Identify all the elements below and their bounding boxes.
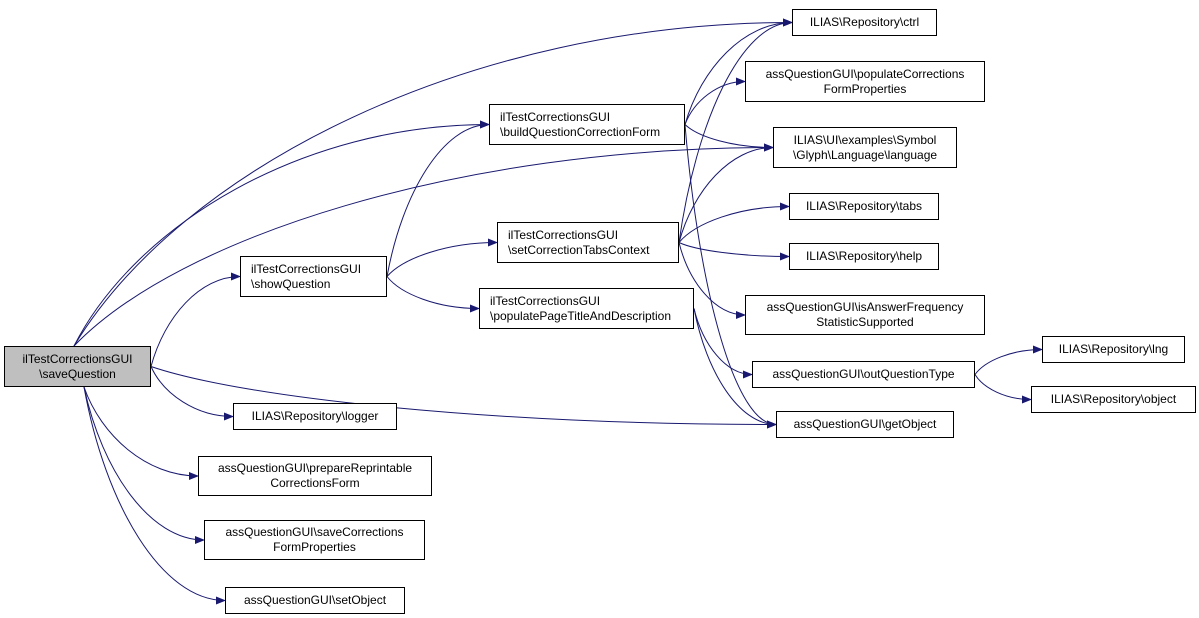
node-help[interactable]: ILIAS\Repository\help [789, 243, 939, 270]
edge-setTabs-to-tabs [678, 202, 790, 243]
node-label-line: ILIAS\Repository\help [805, 249, 923, 263]
edge-setTabs-to-ctrl [678, 18, 793, 243]
node-logger[interactable]: ILIAS\Repository\logger [233, 403, 397, 430]
node-label-line: assQuestionGUI\prepareReprintable [217, 461, 413, 475]
node-label-line: StatisticSupported [816, 315, 914, 329]
node-populate-page[interactable]: ilTestCorrectionsGUI\populatePageTitleAn… [479, 288, 694, 329]
node-language[interactable]: ILIAS\UI\examples\Symbol\Glyph\Language\… [773, 127, 957, 168]
node-label-line: ilTestCorrectionsGUI [22, 351, 133, 366]
node-label-line: FormProperties [823, 81, 907, 96]
edge-buildForm-to-getObject [684, 124, 777, 429]
node-object[interactable]: ILIAS\Repository\object [1031, 386, 1196, 413]
edge-showQuestion-to-populatePage [386, 276, 480, 313]
node-label-line: assQuestionGUI\getObject [793, 417, 937, 431]
node-label-line: ILIAS\Repository\lng [1058, 342, 1169, 356]
node-label-line: \populatePageTitleAndDescription [490, 308, 672, 323]
node-show-question[interactable]: ilTestCorrectionsGUI\showQuestion [240, 256, 387, 297]
node-label-line: assQuestionGUI\populateCorrections [765, 66, 965, 81]
edge-root-to-logger [150, 366, 234, 421]
edge-buildForm-to-language [684, 124, 774, 152]
node-set-object[interactable]: assQuestionGUI\setObject [225, 587, 405, 614]
node-label-line: ilTestCorrectionsGUI [500, 109, 611, 124]
edge-setTabs-to-isAnswerFreq [678, 242, 746, 319]
edge-setTabs-to-help [678, 242, 790, 261]
node-label-line: assQuestionGUI\isAnswerFrequency [766, 300, 964, 314]
node-get-object[interactable]: assQuestionGUI\getObject [776, 411, 954, 438]
node-label-line: \saveQuestion [39, 366, 116, 381]
node-lng[interactable]: ILIAS\Repository\lng [1042, 336, 1185, 363]
node-label-line: CorrectionsForm [270, 476, 360, 490]
edge-root-to-buildForm [73, 120, 490, 347]
edge-showQuestion-to-setTabs [386, 238, 498, 277]
node-label-line: ilTestCorrectionsGUI [508, 227, 619, 242]
edge-outQuestionType-to-object [974, 374, 1032, 404]
node-label-line: ILIAS\Repository\object [1050, 392, 1177, 406]
node-build-form[interactable]: ilTestCorrectionsGUI\buildQuestionCorrec… [489, 104, 685, 145]
node-label-line: \Glyph\Language\language [792, 147, 938, 162]
node-label-line: \buildQuestionCorrectionForm [500, 124, 661, 139]
edge-buildForm-to-populateCorr [684, 77, 746, 125]
edge-populatePage-to-getObject [693, 308, 777, 429]
node-label-line: ILIAS\Repository\tabs [805, 199, 923, 213]
node-label-line: assQuestionGUI\outQuestionType [772, 367, 955, 381]
node-label-line: FormProperties [273, 540, 356, 554]
node-tabs[interactable]: ILIAS\Repository\tabs [789, 193, 939, 220]
edge-outQuestionType-to-lng [974, 345, 1043, 375]
node-label-line: \setCorrectionTabsContext [508, 242, 650, 257]
edge-buildForm-to-ctrl [684, 18, 793, 125]
node-label-line: assQuestionGUI\setObject [243, 593, 387, 607]
node-label-line: \showQuestion [251, 276, 331, 291]
node-label-line: ILIAS\Repository\logger [251, 409, 379, 423]
edge-root-to-saveCorrections [83, 386, 205, 544]
node-label-line: assQuestionGUI\saveCorrections [225, 525, 404, 539]
node-root[interactable]: ilTestCorrectionsGUI\saveQuestion [4, 346, 151, 387]
node-set-tabs[interactable]: ilTestCorrectionsGUI\setCorrectionTabsCo… [497, 222, 679, 263]
node-ctrl[interactable]: ILIAS\Repository\ctrl [792, 9, 937, 36]
edge-root-to-ctrl [73, 18, 793, 347]
node-out-question-type[interactable]: assQuestionGUI\outQuestionType [752, 361, 975, 388]
node-label-line: ilTestCorrectionsGUI [251, 261, 362, 276]
edge-root-to-setObject [83, 386, 226, 605]
node-label-line: ILIAS\UI\examples\Symbol [793, 132, 937, 147]
edge-root-to-language [73, 143, 774, 347]
edge-root-to-showQuestion [150, 272, 241, 367]
node-label-line: ILIAS\Repository\ctrl [809, 15, 920, 29]
edge-showQuestion-to-buildForm [386, 120, 490, 277]
edge-populatePage-to-outQuestionType [693, 308, 753, 379]
node-label-line: ilTestCorrectionsGUI [490, 293, 601, 308]
edge-setTabs-to-language [678, 143, 774, 243]
edge-root-to-prepareReprintable [83, 386, 199, 480]
